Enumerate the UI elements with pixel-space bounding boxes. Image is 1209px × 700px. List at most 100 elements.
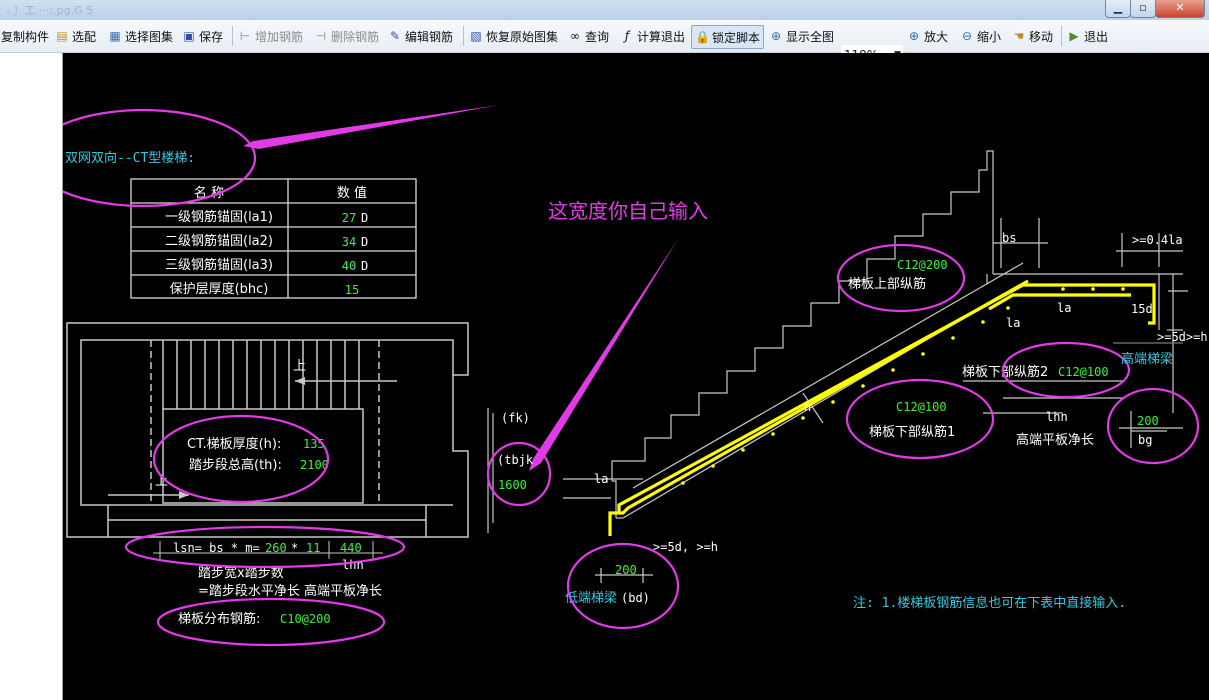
annotation-ellipse [845, 378, 995, 460]
toolbar-label: 锁定脚本 [712, 30, 761, 45]
la-label: la [594, 472, 608, 486]
toolbar-separator [232, 26, 233, 46]
zoom-out-button[interactable]: ⊖缩小 [960, 20, 1001, 52]
table-row-unit: D [361, 259, 368, 273]
bd-value[interactable]: 200 [615, 563, 637, 577]
choose-atlas-button[interactable]: ▦ 选择图集 [108, 20, 173, 52]
toolbar-label: 删除钢筋 [331, 29, 380, 44]
h-label: h [804, 400, 811, 414]
toolbar-label: 恢复原始图集 [486, 29, 559, 44]
table-row-name: 保护层厚度(bhc) [170, 281, 269, 297]
annotation-ellipse [1001, 341, 1131, 399]
toolbar-label: 放大 [924, 29, 949, 44]
footnote: 注: 1.楼梯板钢筋信息也可在下表中直接输入. [853, 595, 1126, 611]
plan-arrow [295, 377, 305, 385]
annotation-arrow-2 [529, 239, 678, 471]
close-button[interactable]: ✕ [1155, 0, 1205, 18]
lsn-m-value[interactable]: 11 [306, 541, 320, 555]
tbjk-label: (tbjk [497, 453, 534, 467]
annotation-ellipse [124, 525, 406, 569]
exit-button[interactable]: ▶退出 [1067, 20, 1108, 52]
annotation-note: 这宽度你自己输入 [548, 199, 708, 223]
table-header-name: 名 称 [194, 185, 224, 201]
query-button[interactable]: ∞ 查询 [568, 20, 609, 52]
zoom-out-icon: ⊖ [961, 29, 973, 43]
bottom1-label: 梯板下部纵筋1 [869, 424, 955, 440]
delete-rebar-button[interactable]: ⊣删除钢筋 [314, 20, 379, 52]
edit-rebar-button[interactable]: ✎编辑钢筋 [388, 20, 453, 52]
table-row-value[interactable]: 15 [345, 283, 359, 297]
toolbar-label: 保存 [199, 29, 224, 44]
plan-up-label: 上 [155, 474, 168, 489]
table-row-value[interactable]: 27 [342, 211, 356, 225]
atlas-icon: ▦ [109, 29, 121, 43]
annotation-ellipse [156, 597, 386, 647]
save-icon: ▣ [183, 29, 195, 43]
move-button[interactable]: ☚移动 [1012, 20, 1053, 52]
la-label: la [1057, 301, 1071, 315]
select-match-button[interactable]: ▤选配 [55, 20, 96, 52]
maximize-button[interactable]: ▫ [1130, 0, 1156, 18]
window-title: - 〕工 ···:.pg.G 5 [6, 4, 94, 17]
lock-script-button[interactable]: 🔒锁定脚本 [691, 25, 765, 49]
stair-plan [66, 322, 469, 538]
toolbar-label: 复制构件 [1, 29, 50, 44]
save-button[interactable]: ▣ 保存 [182, 20, 223, 52]
toolbar-label: 查询 [585, 29, 610, 44]
lock-icon: 🔒 [695, 30, 710, 44]
ge5d-top-label: >=5d>=h [1157, 330, 1208, 344]
table-header-value: 数 值 [337, 185, 367, 201]
lhn-desc-label: 高端平板净长 [1016, 432, 1094, 448]
table-row-name: 一级钢筋锚固(la1) [165, 209, 273, 225]
bottom1-value[interactable]: C12@100 [896, 400, 947, 414]
left-panel [0, 53, 63, 700]
annotation-arrow [243, 105, 499, 149]
high-beam-label: 高端梯梁 [1121, 351, 1173, 367]
table-row-unit: D [361, 235, 368, 249]
plan-up-label: 上 [293, 359, 306, 374]
calc-exit-icon: ƒ [624, 29, 630, 43]
toolbar-separator [463, 26, 464, 46]
lsn-bs-value[interactable]: 260 [265, 541, 287, 555]
fk-label: (fk) [501, 411, 530, 425]
drawing-canvas[interactable]: 双网双向--CT型楼梯: 名 称 数 值 一级钢筋锚固(la1) 27 D 二级… [63, 53, 1209, 700]
lsn-line1: 踏步宽x踏步数 [198, 565, 284, 581]
distribution-label: 梯板分布钢筋: [178, 611, 260, 627]
toolbar-label: 选择图集 [125, 29, 174, 44]
annotation-ellipse [1106, 387, 1200, 465]
minimize-button[interactable]: ▁ [1105, 0, 1131, 18]
top-rebar-value[interactable]: C12@200 [897, 258, 948, 272]
bg-value[interactable]: 200 [1137, 414, 1159, 428]
show-all-button[interactable]: ⊕ 显示全图 [769, 20, 834, 52]
table-row-value[interactable]: 34 [342, 235, 356, 249]
plan-arrow [179, 491, 189, 499]
annotation-ellipse [152, 414, 330, 504]
binoculars-icon: ∞ [570, 29, 580, 43]
toolbar-label: 计算退出 [637, 29, 686, 44]
toolbar-label: 显示全图 [786, 29, 835, 44]
zoom-in-button[interactable]: ⊕ 放大 [907, 20, 948, 52]
toolbar-label: 移动 [1029, 29, 1054, 44]
tbjk-value[interactable]: 1600 [498, 478, 527, 492]
toolbar: 复制构件 ▤选配 ▦ 选择图集 ▣ 保存 ⊢增加钢筋 ⊣删除钢筋 ✎编辑钢筋 ▧恢复… [0, 20, 1209, 65]
zoom-in-icon: ⊕ [908, 29, 920, 43]
total-height-label: 踏步段总高(th): [189, 457, 282, 473]
copy-component-button[interactable]: 复制构件 [1, 20, 49, 52]
fit-icon: ⊕ [770, 29, 782, 43]
bd-label: (bd) [621, 591, 650, 605]
annotation-ellipse [486, 441, 552, 507]
table-row-value[interactable]: 40 [342, 259, 356, 273]
distribution-value[interactable]: C10@200 [280, 612, 331, 626]
table-row-unit: D [361, 211, 368, 225]
bottom2-label: 梯板下部纵筋2 [962, 364, 1048, 380]
exit-icon: ▶ [1069, 29, 1079, 43]
calc-exit-button[interactable]: ƒ 计算退出 [620, 20, 685, 52]
bottom2-value[interactable]: C12@100 [1058, 365, 1109, 379]
rebar-dots [681, 287, 1125, 485]
title-bar: - 〕工 ···:.pg.G 5 ▁ ▫ ✕ [0, 0, 1209, 20]
lhn-value[interactable]: 440 [340, 541, 362, 555]
lhn-label: lhn [1046, 410, 1068, 424]
total-height-value[interactable]: 2100 [300, 458, 329, 472]
add-rebar-button[interactable]: ⊢增加钢筋 [238, 20, 303, 52]
restore-atlas-button[interactable]: ▧恢复原始图集 [469, 20, 558, 52]
